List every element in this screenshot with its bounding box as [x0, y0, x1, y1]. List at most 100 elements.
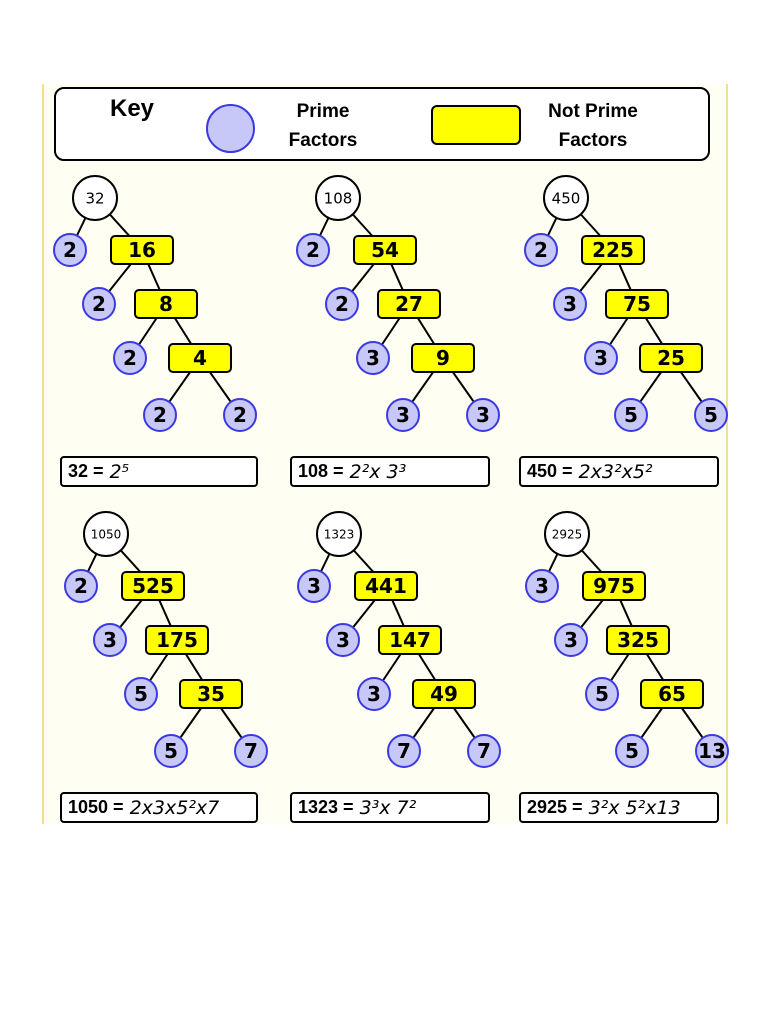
composite-factor-node: [639, 343, 703, 373]
equation-answer: 3³x 7²: [359, 796, 417, 819]
composite-factor-node: [168, 343, 232, 373]
equation-label: 450 =: [527, 461, 573, 481]
equation-answer: 2⁵: [109, 460, 130, 483]
composite-factor-value: 65: [658, 682, 686, 706]
prime-factor-node: [585, 677, 619, 711]
not-prime-label-line1: Not Prime: [548, 101, 638, 122]
prime-factor-value: 3: [367, 682, 381, 706]
composite-factor-node: [605, 289, 669, 319]
prime-factor-value: 5: [134, 682, 148, 706]
root-node: [544, 511, 590, 557]
prime-factor-value: 3: [336, 628, 350, 652]
composite-factor-node: [353, 235, 417, 265]
prime-factor-value: 5: [624, 403, 638, 427]
prime-factor-value: 2: [335, 292, 349, 316]
prime-factor-value: 2: [306, 238, 320, 262]
equation-label: 1323 =: [298, 797, 354, 817]
prime-factor-value: 2: [63, 238, 77, 262]
composite-factor-value: 325: [617, 628, 659, 652]
prime-factor-value: 13: [698, 739, 726, 763]
prime-factor-node: [615, 734, 649, 768]
equation-box: 108 =2²x 3³: [290, 456, 490, 487]
root-node: [543, 175, 589, 221]
prime-factor-value: 3: [535, 574, 549, 598]
composite-factor-value: 8: [159, 292, 173, 316]
prime-factor-node: [154, 734, 188, 768]
root-node: [83, 511, 129, 557]
prime-factor-node: [234, 734, 268, 768]
root-node: [315, 175, 361, 221]
prime-label-line1: Prime: [296, 101, 350, 122]
not-prime-label-line2: Factors: [558, 130, 628, 151]
prime-factor-value: 2: [92, 292, 106, 316]
prime-factor-node: [93, 623, 127, 657]
prime-factor-node: [297, 569, 331, 603]
prime-factor-value: 7: [397, 739, 411, 763]
equation-answer: 2²x 3³: [349, 460, 407, 483]
composite-factor-node: [581, 235, 645, 265]
prime-factor-value: 3: [476, 403, 490, 427]
composite-factor-node: [110, 235, 174, 265]
equation-answer: 2x3x5²x7: [129, 796, 220, 819]
prime-factor-node: [386, 398, 420, 432]
prime-factor-value: 3: [563, 292, 577, 316]
equation-label: 2925 =: [527, 797, 583, 817]
root-number: 1050: [91, 527, 122, 541]
key-title: Key: [110, 95, 155, 122]
prime-factor-node: [296, 233, 330, 267]
equation-box: 1323 =3³x 7²: [290, 792, 490, 823]
prime-factor-node: [82, 287, 116, 321]
prime-factor-node: [357, 677, 391, 711]
composite-factor-value: 975: [593, 574, 635, 598]
prime-factor-node: [387, 734, 421, 768]
composite-factor-value: 225: [592, 238, 634, 262]
composite-factor-node: [179, 679, 243, 709]
prime-factor-value: 5: [164, 739, 178, 763]
composite-factor-value: 147: [389, 628, 431, 652]
prime-factor-value: 5: [704, 403, 718, 427]
composite-factor-value: 9: [436, 346, 450, 370]
prime-factor-node: [524, 233, 558, 267]
prime-factor-node: [466, 398, 500, 432]
composite-factor-node: [582, 571, 646, 601]
prime-factors-label: Prime Factors: [268, 97, 378, 155]
composite-factor-value: 441: [365, 574, 407, 598]
equation-answer: 2x3²x5²: [578, 460, 653, 483]
root-node: [72, 175, 118, 221]
composite-factor-value: 16: [128, 238, 156, 262]
composite-factor-node: [354, 571, 418, 601]
equation-label: 32 =: [68, 461, 104, 481]
composite-factor-value: 75: [623, 292, 651, 316]
prime-factor-node: [525, 569, 559, 603]
composite-factor-value: 175: [156, 628, 198, 652]
prime-factor-value: 2: [153, 403, 167, 427]
composite-factor-node: [377, 289, 441, 319]
composite-factor-value: 27: [395, 292, 423, 316]
composite-factor-value: 4: [193, 346, 207, 370]
prime-label-line2: Factors: [288, 130, 358, 151]
composite-factor-node: [411, 343, 475, 373]
equation-box: 1050 =2x3x5²x7: [60, 792, 258, 823]
composite-factor-node: [134, 289, 198, 319]
key-legend: Key Prime Factors Not Prime Factors: [54, 87, 710, 161]
prime-factor-node: [53, 233, 87, 267]
prime-factor-value: 2: [74, 574, 88, 598]
prime-factor-value: 3: [396, 403, 410, 427]
prime-factor-node: [695, 734, 729, 768]
equation-label: 108 =: [298, 461, 344, 481]
prime-factor-value: 3: [103, 628, 117, 652]
root-number: 2925: [552, 527, 583, 541]
equation-answer: 3²x 5²x13: [588, 796, 681, 819]
prime-factor-node: [356, 341, 390, 375]
composite-factor-node: [606, 625, 670, 655]
equation-box: 2925 =3²x 5²x13: [519, 792, 719, 823]
root-number: 108: [324, 189, 353, 207]
composite-factor-value: 35: [197, 682, 225, 706]
prime-factor-node: [143, 398, 177, 432]
composite-factor-node: [412, 679, 476, 709]
prime-factor-value: 2: [534, 238, 548, 262]
equation-label: 1050 =: [68, 797, 124, 817]
prime-factor-swatch: [206, 104, 255, 153]
composite-factor-node: [640, 679, 704, 709]
